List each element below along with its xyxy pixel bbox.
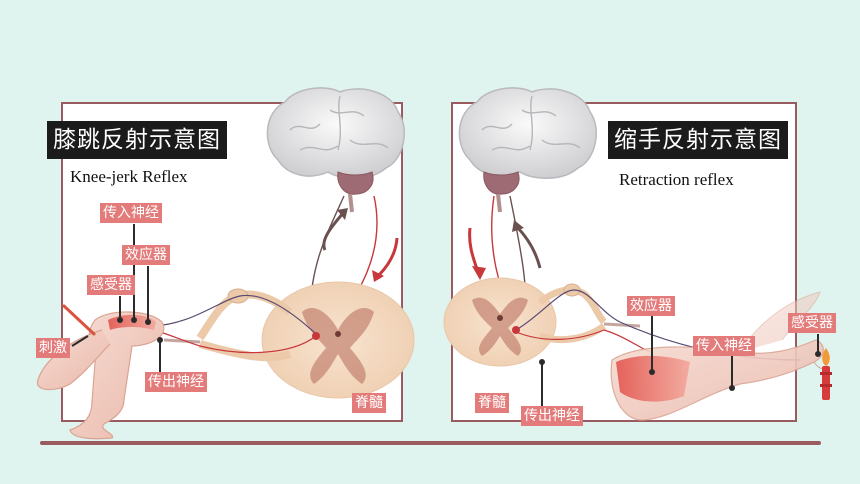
- leader-dot-afferent-left: [131, 317, 137, 323]
- brain-right: [458, 87, 597, 213]
- leader-dot-efferent-left: [157, 337, 163, 343]
- nerve-trunk-right: [603, 322, 641, 328]
- leader-dot-effector-right: [649, 369, 655, 375]
- spinal-cord-left: [261, 281, 415, 399]
- leader-stimulus-left: [71, 335, 89, 347]
- leader-dot-receptor-right: [815, 351, 821, 357]
- descending-arrow-right-head: [472, 266, 486, 280]
- retraction-title: 缩手反射示意图: [608, 121, 788, 159]
- label-efferent-left: 传出神经: [145, 372, 207, 392]
- sensory-neuron-left: [149, 294, 317, 335]
- descending-arrow-left-head: [372, 270, 384, 282]
- leader-dot-receptor-left: [117, 317, 123, 323]
- label-effector-right: 效应器: [627, 296, 675, 316]
- dorsal-root-right: [537, 286, 607, 325]
- leader-dot-efferent-right: [539, 359, 545, 365]
- label-afferent-right: 传入神经: [693, 336, 755, 356]
- brain-left: [266, 87, 405, 213]
- label-effector-left: 效应器: [122, 245, 170, 265]
- leg-illustration: [37, 304, 165, 440]
- label-afferent-left: 传入神经: [100, 203, 162, 223]
- descending-arrow-right: [468, 227, 480, 273]
- synapse-left: [312, 332, 320, 340]
- label-spinal-cord-left: 脊髓: [352, 393, 386, 413]
- label-spinal-cord-right: 脊髓: [475, 393, 509, 413]
- label-receptor-right: 感受器: [788, 313, 836, 333]
- label-stimulus-left: 刺激: [36, 338, 70, 358]
- candle-flame: [820, 348, 832, 400]
- leader-dot-effector-left: [145, 319, 151, 325]
- synapse-right: [512, 326, 520, 334]
- bottom-divider: [40, 441, 821, 445]
- ascending-arrow-left-head: [337, 208, 348, 220]
- motor-neuron-right: [515, 329, 651, 353]
- retraction-subtitle: Retraction reflex: [619, 170, 734, 189]
- arm-illustration: [610, 291, 829, 421]
- spinal-cord-right: [443, 277, 557, 367]
- descending-arrow-left: [376, 237, 399, 278]
- knee-jerk-title: 膝跳反射示意图: [47, 121, 227, 159]
- nerve-trunk-left: [163, 338, 201, 344]
- ventral-root-left: [198, 340, 292, 362]
- label-receptor-left: 感受器: [87, 275, 135, 295]
- knee-jerk-subtitle: Knee-jerk Reflex: [70, 167, 188, 186]
- motor-neuron-left: [149, 329, 317, 354]
- label-efferent-right: 传出神经: [521, 406, 583, 426]
- leader-dot-afferent-right: [729, 385, 735, 391]
